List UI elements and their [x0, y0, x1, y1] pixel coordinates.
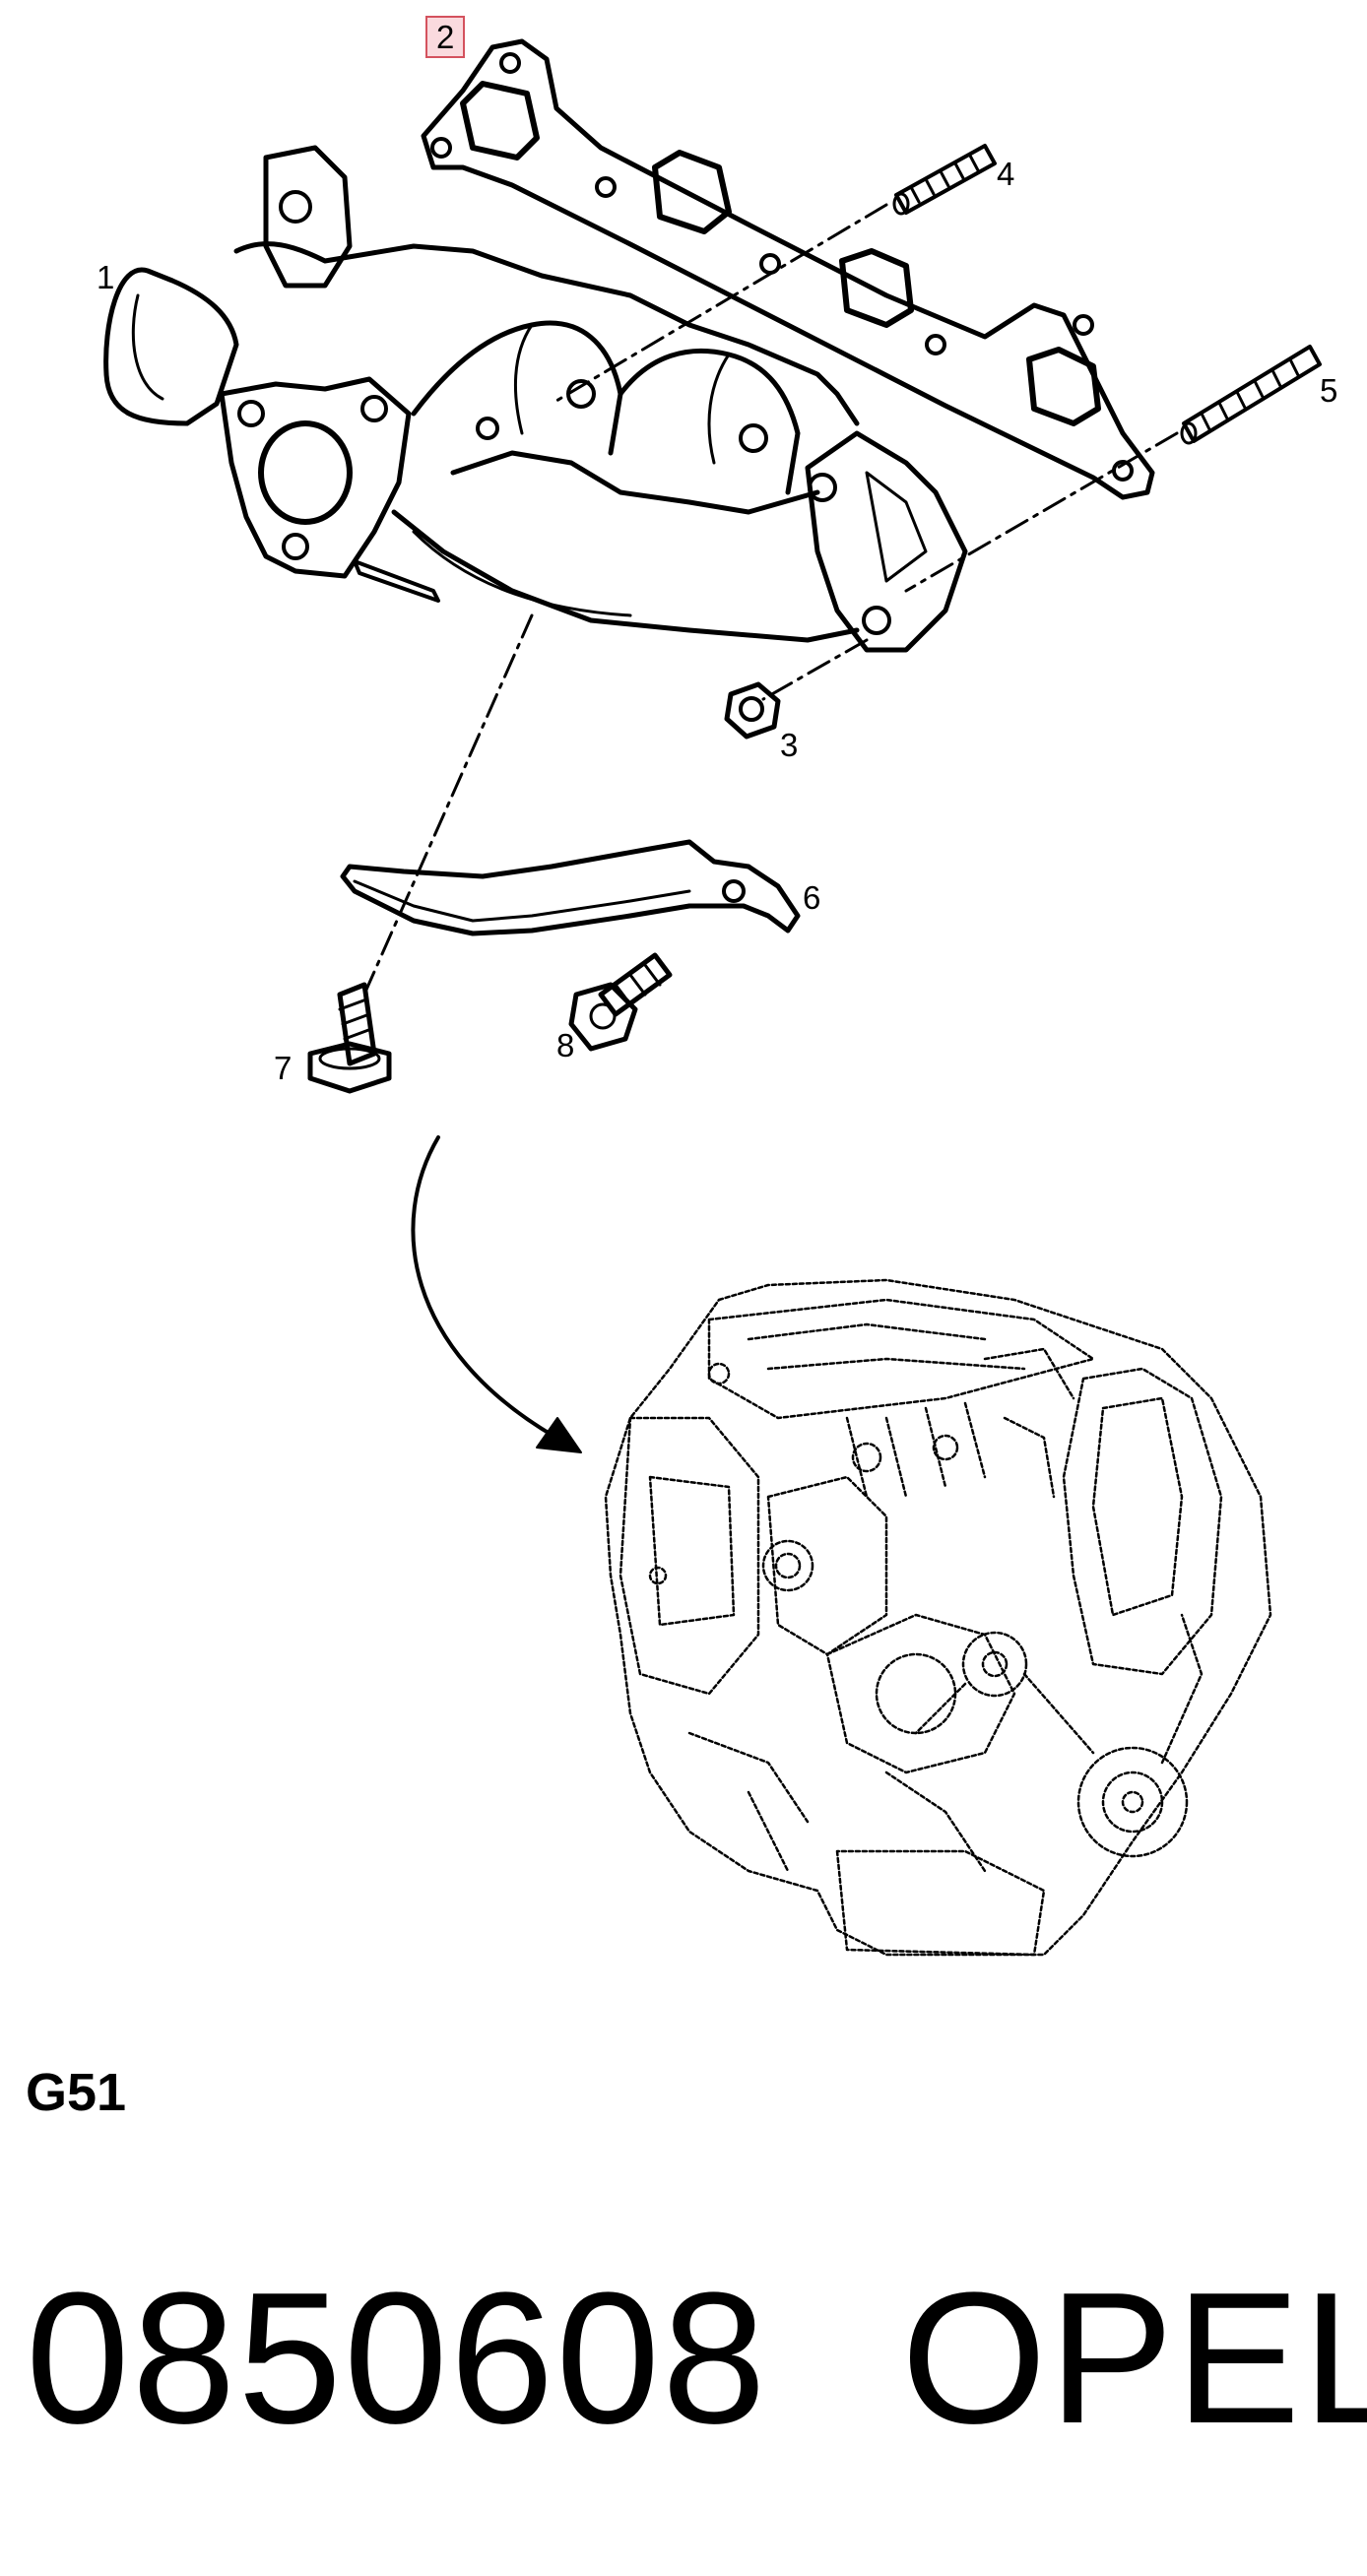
gasket — [421, 38, 1155, 500]
callout-8: 8 — [556, 1027, 575, 1063]
exhaust-manifold — [103, 145, 968, 653]
callout-5: 5 — [1320, 372, 1338, 409]
part-number: 0850608 — [26, 2254, 768, 2463]
bolt-7 — [307, 982, 392, 1094]
location-arrow — [411, 1135, 582, 1453]
callout-4: 4 — [997, 156, 1015, 192]
callout-1: 1 — [97, 259, 115, 295]
bolt-8 — [568, 952, 673, 1052]
callout-7: 7 — [274, 1050, 293, 1086]
stud-long — [1180, 345, 1322, 445]
stud-short — [892, 144, 997, 216]
nut — [724, 681, 781, 740]
bracket — [340, 839, 801, 936]
brand-name: OPEL — [901, 2254, 1367, 2463]
callout-6: 6 — [803, 879, 821, 916]
assembly-centerlines — [364, 203, 1179, 992]
callout-3: 3 — [780, 727, 799, 763]
section-code: G51 — [26, 2063, 127, 2122]
engine-overview-illustration — [604, 1278, 1272, 1957]
callout-2: 2 — [425, 16, 466, 58]
